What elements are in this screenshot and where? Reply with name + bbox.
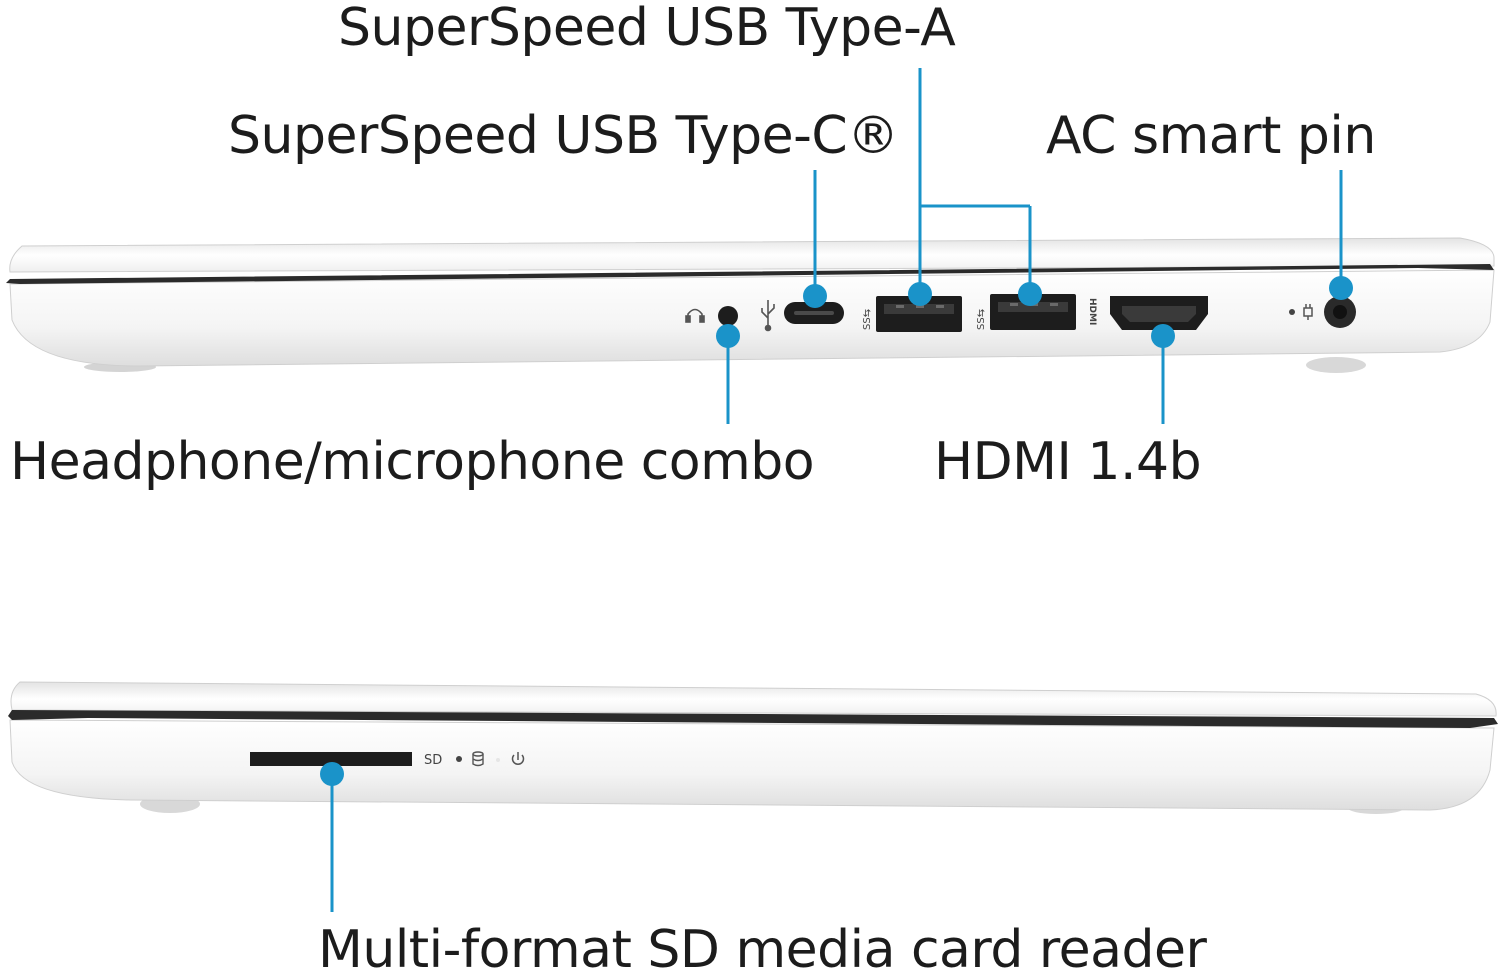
usb-symbol-icon bbox=[761, 300, 775, 332]
dot-audio bbox=[716, 324, 740, 348]
usb-a-port-1-tongue bbox=[884, 304, 954, 314]
usb-a-port-2-tongue bbox=[998, 302, 1068, 312]
usb-a-port-2-pin bbox=[1050, 303, 1058, 306]
dot-usb-a-2 bbox=[1018, 282, 1042, 306]
ac-smart-pin-center bbox=[1333, 305, 1347, 319]
callout-usb-a: SuperSpeed USB Type-A bbox=[338, 0, 956, 58]
lid-edge-front bbox=[10, 681, 1497, 717]
activity-led bbox=[456, 756, 462, 762]
callout-audio-jack: Headphone/microphone combo bbox=[10, 432, 815, 492]
lid-edge bbox=[9, 237, 1495, 273]
superspeed-logo-icon: SS⇆ bbox=[862, 309, 873, 330]
callout-ac-pin: AC smart pin bbox=[1046, 106, 1376, 166]
usb-a-port-2-pin bbox=[1010, 303, 1018, 306]
base-edge-front bbox=[9, 719, 1495, 811]
power-led bbox=[1289, 309, 1295, 315]
headphone-jack bbox=[718, 306, 738, 326]
hdmi-port-inner bbox=[1122, 306, 1196, 322]
sd-marking: SD bbox=[424, 753, 442, 768]
dot-usb-a-1 bbox=[908, 282, 932, 306]
svg-text:SS⇆: SS⇆ bbox=[862, 309, 873, 330]
dot-ac-pin bbox=[1329, 276, 1353, 300]
lid-base-seam-front bbox=[8, 710, 1498, 728]
usb-a-port-1-pin bbox=[916, 305, 924, 308]
usb-a-port-1-pin bbox=[896, 305, 904, 308]
callout-usb-c: SuperSpeed USB Type-C® bbox=[228, 106, 899, 166]
callout-sd-reader: Multi-format SD media card reader bbox=[318, 920, 1207, 980]
power-led-front bbox=[496, 758, 500, 762]
rubber-foot-right bbox=[1306, 357, 1366, 373]
laptop-left-side-view: SS⇆ SS⇆ HDMI bbox=[6, 237, 1495, 373]
lid-base-seam bbox=[6, 264, 1494, 284]
superspeed-logo-icon: SS⇆ bbox=[976, 309, 987, 330]
dot-usb-c bbox=[803, 284, 827, 308]
headphone-icon bbox=[685, 308, 705, 323]
leader-usb-a bbox=[918, 68, 1032, 294]
dot-hdmi bbox=[1151, 324, 1175, 348]
leader-dots bbox=[320, 276, 1353, 786]
svg-text:SS⇆: SS⇆ bbox=[976, 309, 987, 330]
power-icon bbox=[511, 752, 525, 766]
dot-sd bbox=[320, 762, 344, 786]
drive-activity-icon bbox=[472, 751, 484, 767]
sd-card-slot bbox=[250, 752, 412, 766]
usb-a-port-1-pin bbox=[936, 305, 944, 308]
callout-hdmi: HDMI 1.4b bbox=[934, 432, 1202, 492]
leader-lines bbox=[330, 68, 1343, 912]
hdmi-logo: HDMI bbox=[1087, 298, 1097, 325]
usb-c-port-tongue bbox=[794, 311, 834, 315]
base-edge bbox=[9, 269, 1495, 367]
laptop-front-view: SD bbox=[8, 681, 1498, 814]
power-plug-icon bbox=[1303, 304, 1313, 320]
